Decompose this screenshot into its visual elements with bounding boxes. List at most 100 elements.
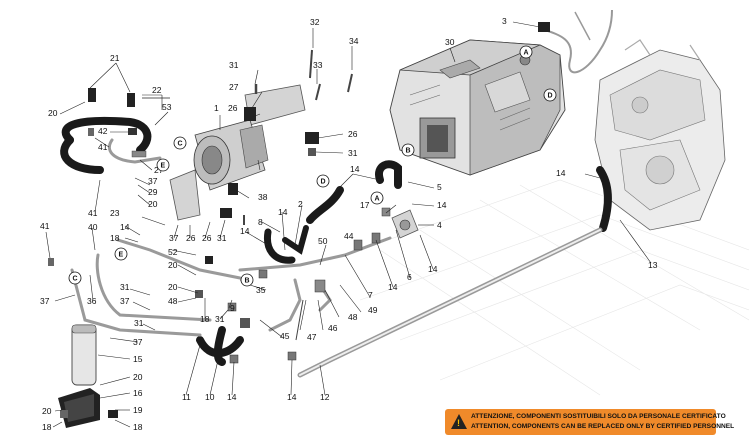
marker-c-low: C xyxy=(68,271,82,285)
callout-11: 11 xyxy=(182,392,191,402)
callout-33: 33 xyxy=(313,60,323,70)
warning-text-it: ATTENZIONE, COMPONENTI SOSTITUIBILI SOLO… xyxy=(471,413,726,420)
callout-47: 47 xyxy=(307,332,317,342)
svg-text:C: C xyxy=(73,276,78,283)
callout-45: 45 xyxy=(280,331,290,341)
warning-text-en: ATTENTION, COMPONENTS CAN BE REPLACED ON… xyxy=(471,422,735,430)
rubber-mounts xyxy=(88,88,319,218)
engine-unit xyxy=(594,39,726,231)
callout-31: 31 xyxy=(229,60,239,70)
callout-10: 10 xyxy=(205,392,215,402)
callout-31e: 31 xyxy=(134,318,144,328)
marker-d-mid: D xyxy=(316,174,330,188)
callout-43: 42 xyxy=(98,126,108,136)
callout-14d: 14 xyxy=(278,207,288,217)
callout-20c: 18 xyxy=(200,314,210,324)
hoses xyxy=(60,116,612,366)
callout-21d: 20 xyxy=(168,282,178,292)
callout-53: 53 xyxy=(162,102,172,112)
callout-5: 5 xyxy=(437,182,442,192)
callout-14a: 14 xyxy=(120,222,130,232)
callout-38b: 37 xyxy=(133,337,143,347)
callout-7: 7 xyxy=(368,290,373,300)
svg-text:D: D xyxy=(321,179,326,186)
callout-44: 44 xyxy=(344,231,354,241)
callout-32: 32 xyxy=(310,17,320,27)
callout-29: 30 xyxy=(445,37,455,47)
receiver-drier-15 xyxy=(58,324,100,428)
callout-48: 48 xyxy=(168,296,178,306)
marker-a-top: A xyxy=(519,45,533,59)
callout-34: 34 xyxy=(349,36,359,46)
callout-26a: 26 xyxy=(228,103,238,113)
marker-e-top: E xyxy=(156,158,170,172)
callout-8: 8 xyxy=(258,217,263,227)
floor-grid xyxy=(329,179,749,396)
expansion-valve-4 xyxy=(391,209,419,239)
callout-26c: 26 xyxy=(202,233,212,243)
svg-text:A: A xyxy=(524,50,529,57)
callout-27: 27 xyxy=(229,82,239,92)
callout-22: 21 xyxy=(110,53,120,63)
callout-25: 23 xyxy=(110,208,120,218)
warning-triangle-icon: ! xyxy=(451,414,467,429)
callout-9: 9 xyxy=(230,303,235,313)
callout-4: 4 xyxy=(437,220,442,230)
callout-28: 26 xyxy=(186,233,196,243)
callout-31c: 31 xyxy=(217,233,227,243)
callout-14c: 14 xyxy=(428,264,438,274)
callout-20a: 18 xyxy=(110,233,120,243)
callout-19: 19 xyxy=(133,405,143,415)
callout-41a: 41 xyxy=(98,142,108,152)
detail-markers: A D B C E D A E B C xyxy=(68,45,557,287)
callout-24: 27 xyxy=(154,165,164,175)
callout-21b: 20 xyxy=(148,199,158,209)
callout-30: 29 xyxy=(148,187,158,197)
svg-text:E: E xyxy=(161,163,166,170)
callout-49: 48 xyxy=(348,312,358,322)
callout-31b: 31 xyxy=(348,148,358,158)
callout-35: 35 xyxy=(256,285,266,295)
bolts xyxy=(243,49,353,341)
callout-16: 16 xyxy=(133,388,143,398)
callout-42b: 41 xyxy=(40,221,50,231)
callout-14j: 14 xyxy=(287,392,297,402)
callout-17: 17 xyxy=(360,200,370,210)
callout-31f: 31 xyxy=(215,314,225,324)
svg-text:C: C xyxy=(178,141,183,148)
marker-e-mid: E xyxy=(114,247,128,261)
callout-37: 37 xyxy=(40,296,50,306)
callout-26b: 26 xyxy=(348,129,358,139)
callout-14f: 14 xyxy=(350,164,360,174)
callout-14i: 14 xyxy=(227,392,237,402)
callout-31d: 31 xyxy=(120,282,130,292)
callout-21c: 20 xyxy=(168,260,178,270)
callout-12: 12 xyxy=(320,392,330,402)
svg-text:A: A xyxy=(375,196,380,203)
callout-3: 3 xyxy=(502,16,507,26)
callout-numbers: 32 34 33 31 27 3 30 21 22 53 20 1 26 26 … xyxy=(40,16,658,432)
callout-40: 38 xyxy=(258,192,268,202)
callout-14g: 14 xyxy=(437,200,447,210)
callout-52: 52 xyxy=(168,247,178,257)
callout-2: 2 xyxy=(298,199,303,209)
callout-23: 22 xyxy=(152,85,162,95)
callout-18: 18 xyxy=(42,422,52,432)
callout-21f: 20 xyxy=(42,406,52,416)
leader-lines xyxy=(45,21,652,428)
callout-46: 46 xyxy=(328,323,338,333)
callout-39a: 37 xyxy=(148,176,158,186)
certified-personnel-warning: ! ATTENZIONE, COMPONENTI SOSTITUIBILI SO… xyxy=(445,409,735,435)
callout-14e: 14 xyxy=(240,226,250,236)
callout-21e: 20 xyxy=(133,372,143,382)
callout-14h: 14 xyxy=(556,168,566,178)
marker-a-mid: A xyxy=(370,191,384,205)
callout-21a: 20 xyxy=(48,108,58,118)
svg-text:B: B xyxy=(406,148,411,155)
cable-3 xyxy=(538,9,613,74)
svg-text:E: E xyxy=(119,252,124,259)
svg-text:B: B xyxy=(245,278,250,285)
hvac-unit-29 xyxy=(389,39,566,176)
